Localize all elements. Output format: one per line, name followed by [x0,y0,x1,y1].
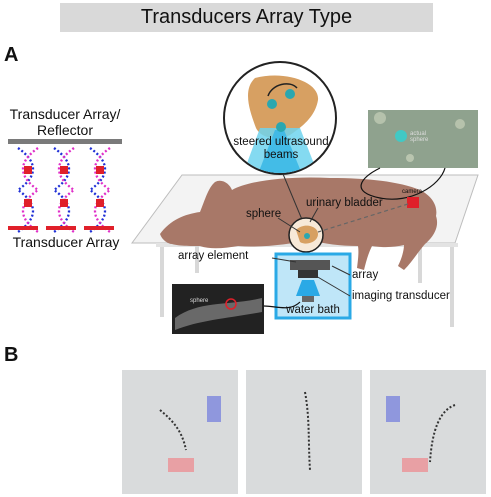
leader-lines [271,207,351,297]
bladder-zoom [223,61,337,175]
panel-a-label: A [4,44,19,66]
urinary-bladder-label: urinary bladder [306,197,383,209]
bladder-on-animal [288,217,324,253]
strand-1-magenta [21,147,41,233]
array-label: array [352,269,379,281]
reflector-plate [8,139,122,144]
acoustic-strands [15,147,113,233]
ultrasound-inset [172,284,264,334]
sphere-label: sphere [246,208,282,220]
transducer-array-reflector-label: Transducer Array/ Reflector [9,106,121,138]
ultrasound-sphere-label: sphere [190,298,209,304]
strand-3-magenta [93,147,113,233]
trapped-particle [96,199,104,207]
transducer-array-label: Transducer Array [12,234,120,250]
trapped-particle [24,166,32,174]
steered-beams-label: steered ultrasound beams [233,136,329,161]
strand-2-magenta [57,147,77,233]
water-bath-label: water bath [286,304,340,316]
array-element-label: array element [178,250,249,262]
figure-title: Transducers Array Type [60,3,433,32]
transducer-array-bars [8,226,114,230]
panel-b-images [122,370,486,494]
strand-2-blue [51,147,71,233]
camera-inset [368,110,478,168]
tracking-image-2 [246,370,362,494]
strand-3-blue [87,147,107,233]
tracking-image-3 [370,370,486,494]
trapped-particle [24,199,32,207]
actual-sphere-label: actual sphere [410,131,429,143]
ultrasound-cable [263,301,301,309]
imaging-transducer-label: imaging transducer [352,290,450,302]
camera-label: camera [402,189,423,195]
strand-1-blue [15,147,35,233]
tracking-image-1 [122,370,238,494]
figure-title-text: Transducers Array Type [140,6,353,28]
trapped-particle [60,199,68,207]
camera-cable [360,167,446,200]
trapped-particle [60,166,68,174]
panel-b-label: B [4,344,19,366]
camera-sightline [317,203,409,233]
trapped-particle [96,166,104,174]
camera-icon [407,197,419,208]
